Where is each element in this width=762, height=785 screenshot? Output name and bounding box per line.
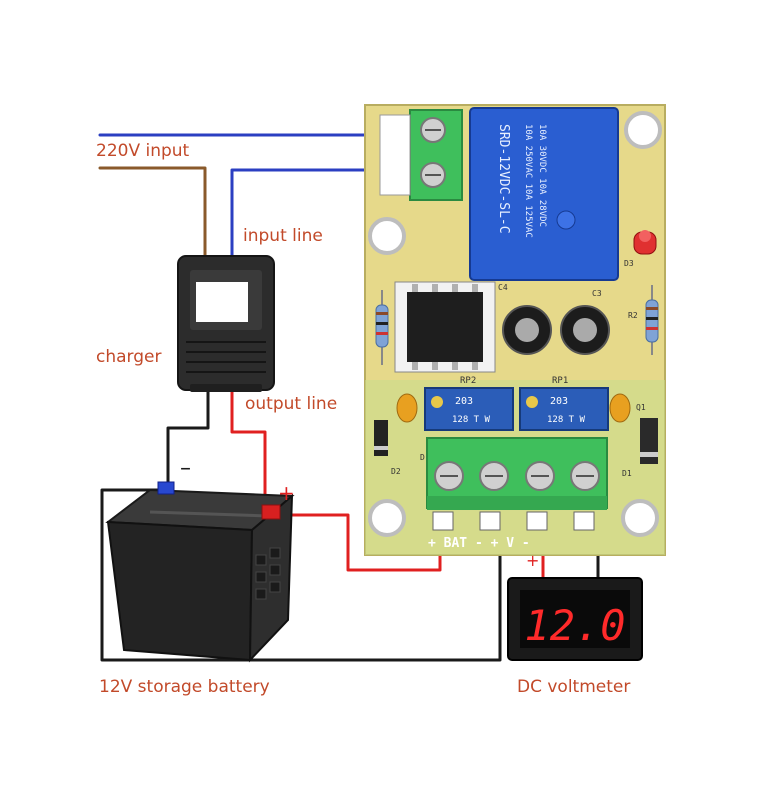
- voltmeter-reading: 12.0: [524, 601, 625, 650]
- battery-plus-sign: +: [278, 481, 295, 505]
- pot-rp1-code-2: 128 T W: [547, 415, 586, 425]
- silk-d1: D1: [622, 469, 632, 478]
- pcb-board: SRD-12VDC-SL-C 10A 250VAC 10A 125VAC 10A…: [364, 104, 666, 556]
- mounting-holes: [368, 111, 662, 537]
- silk-r2: R2: [628, 311, 638, 320]
- label-battery: 12V storage battery: [99, 677, 270, 697]
- resistor-right: [645, 285, 659, 355]
- label-220v-input: 220V input: [96, 141, 190, 161]
- potentiometer-rp2: 203 128 T W: [424, 387, 514, 431]
- silk-c4: C4: [498, 283, 508, 292]
- silk-d2: D2: [391, 467, 401, 476]
- charger-adapter: [177, 255, 275, 392]
- wire-battery-positive: [273, 513, 442, 572]
- wire-220v-brown: [98, 166, 207, 257]
- ceramic-cap-right: [609, 393, 631, 423]
- pot-rp1-label: RP1: [552, 376, 568, 386]
- capacitor-c3: [560, 305, 610, 355]
- input-screw-terminal: [379, 109, 463, 201]
- relay-model-text: SRD-12VDC-SL-C: [496, 124, 511, 234]
- label-input-line: input line: [243, 226, 323, 246]
- pot-rp2-code-2: 128 T W: [452, 415, 491, 425]
- relay-rating-1: 10A 250VAC 10A 125VAC: [523, 124, 533, 238]
- pot-rp2-label: RP2: [460, 376, 476, 386]
- label-charger: charger: [96, 347, 162, 367]
- wire-charger-positive: [230, 388, 267, 507]
- diode-right: [640, 418, 658, 464]
- led-indicator: [633, 230, 657, 255]
- battery-positive-terminal: [261, 504, 281, 520]
- pot-rp1-code: 203: [550, 396, 568, 407]
- diode-left: [374, 420, 388, 456]
- battery-negative-terminal: [157, 481, 175, 495]
- relay-rating-2: 10A 30VDC 10A 28VDC: [537, 124, 547, 227]
- relay: SRD-12VDC-SL-C 10A 250VAC 10A 125VAC 10A…: [469, 107, 619, 281]
- silk-d3: D3: [624, 259, 634, 268]
- pot-rp2-code: 203: [455, 396, 473, 407]
- ic-chip: [394, 281, 496, 373]
- battery-minus-sign: –: [180, 456, 191, 481]
- silk-d: D: [420, 453, 425, 462]
- silk-c3: C3: [592, 289, 602, 298]
- terminal-label: + BAT - + V -: [428, 536, 530, 551]
- label-output-line: output line: [245, 394, 338, 414]
- output-screw-terminal: [426, 437, 608, 531]
- wire-charger-negative: [166, 388, 210, 490]
- wires: [98, 133, 600, 662]
- capacitor-c4: [502, 305, 552, 355]
- voltmeter-plus-sign: +: [526, 551, 539, 570]
- wire-battery-negative: [100, 488, 502, 662]
- label-voltmeter: DC voltmeter: [517, 677, 631, 697]
- potentiometer-rp1: 203 128 T W: [519, 387, 609, 431]
- dc-voltmeter: 12.0: [507, 577, 643, 661]
- silk-q1: Q1: [636, 403, 646, 412]
- ceramic-cap-left: [396, 393, 418, 423]
- resistor-left: [375, 290, 389, 365]
- wire-input-line-blue: [230, 168, 377, 257]
- battery-12v: [105, 481, 295, 663]
